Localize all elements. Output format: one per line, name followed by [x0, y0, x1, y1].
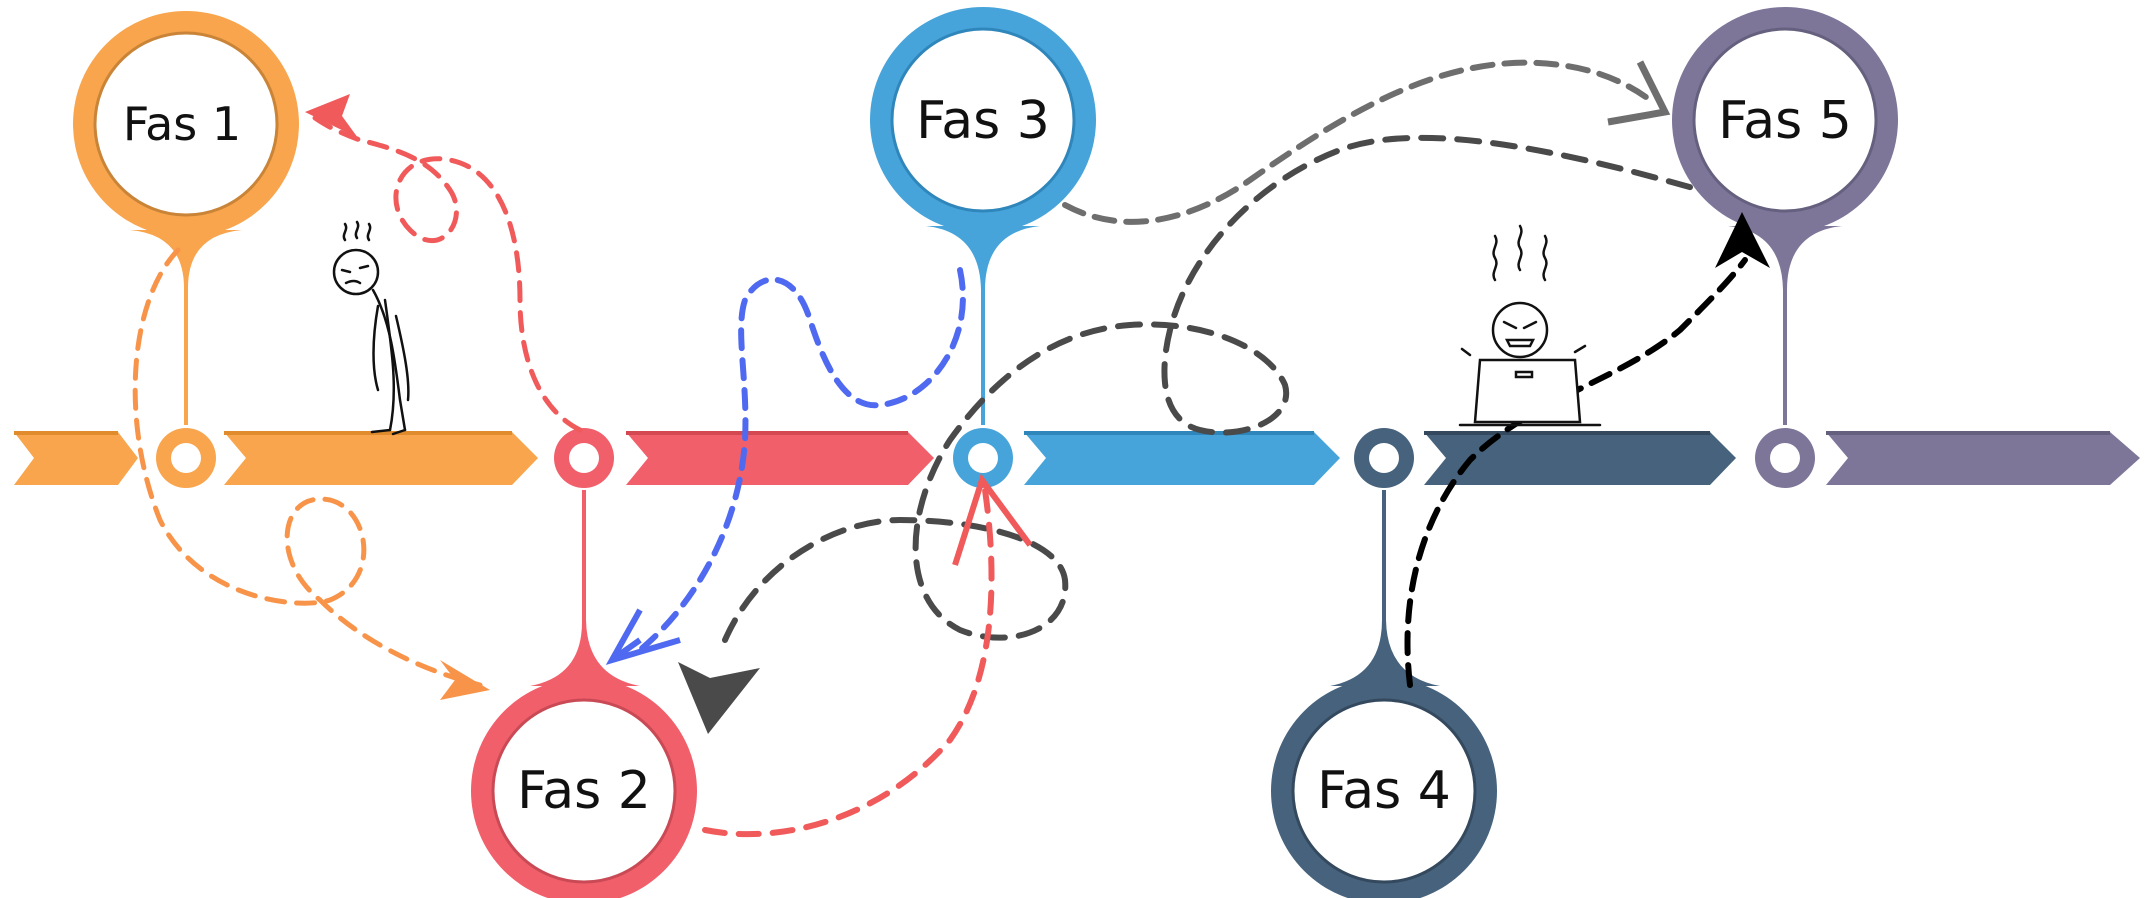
angry-laptop-worker-icon — [1458, 224, 1602, 427]
black-arrowhead — [1715, 212, 1770, 268]
phase-1-label: Fas 1 — [123, 97, 241, 151]
segment-phase2 — [626, 432, 934, 485]
segment-phase4 — [1424, 432, 1736, 485]
phase-5-label: Fas 5 — [1718, 91, 1852, 151]
segment-phase1-start — [14, 432, 138, 485]
tired-person-icon — [332, 220, 410, 436]
phase-3-label: Fas 3 — [916, 91, 1050, 151]
phase-4-marker — [1271, 428, 1497, 898]
segment-phase5 — [1826, 432, 2140, 485]
orange-arrowhead — [440, 660, 490, 700]
grey-scribble-arrow — [1062, 59, 1653, 225]
phase-2-marker — [471, 428, 697, 898]
red-scribble-arrow-1 — [312, 115, 583, 433]
phase-5-marker — [1672, 7, 1898, 488]
red-arrowhead-1 — [305, 94, 358, 138]
orange-scribble-arrow — [132, 247, 483, 688]
dark-scribble-arrow-1 — [722, 134, 1703, 643]
red-arrowhead-2 — [952, 473, 1033, 566]
blue-arrowhead — [605, 608, 681, 665]
phase-4-label: Fas 4 — [1317, 761, 1451, 821]
phase-1-marker — [73, 11, 299, 488]
phase-3-marker — [870, 7, 1096, 488]
dark-arrowhead-1 — [678, 662, 760, 734]
timeline-bar — [14, 431, 2140, 485]
red-scribble-arrow-2 — [702, 487, 995, 838]
segment-phase1 — [224, 432, 538, 485]
phase-2-label: Fas 2 — [517, 761, 651, 821]
segment-phase3 — [1024, 432, 1340, 485]
grey-arrowhead — [1607, 60, 1671, 126]
